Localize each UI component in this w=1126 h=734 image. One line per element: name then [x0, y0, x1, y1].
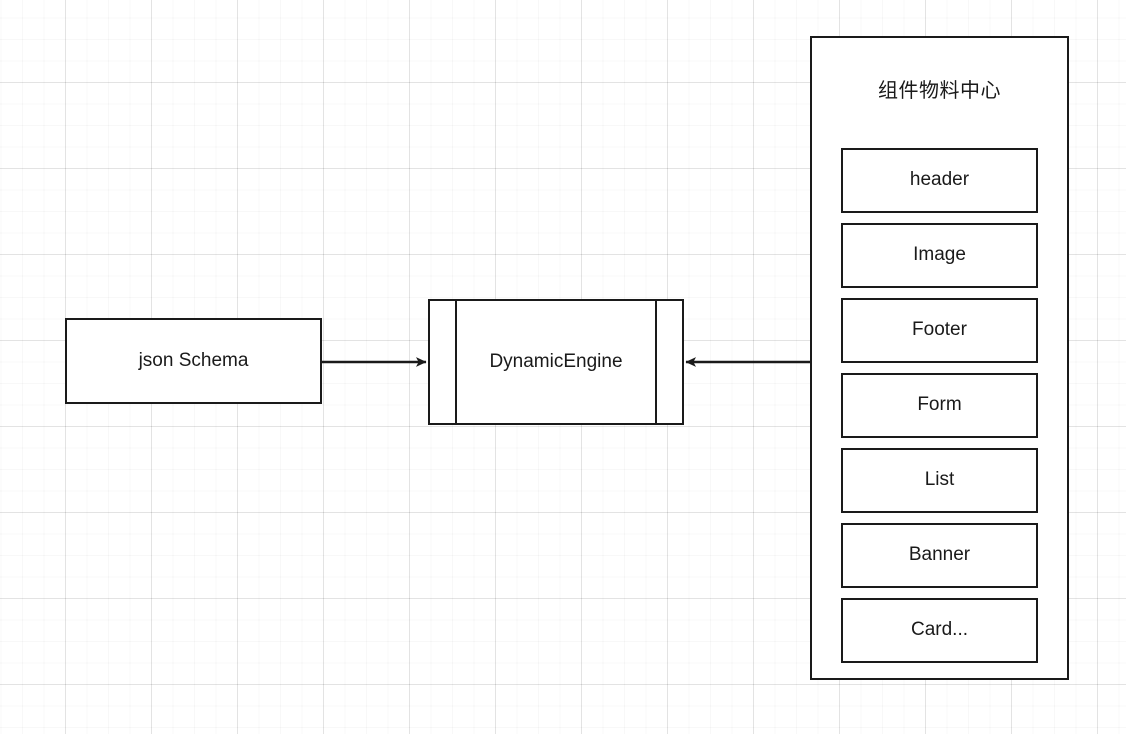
node-dynamic-engine[interactable]: DynamicEngine — [428, 299, 684, 425]
component-item-banner[interactable]: Banner — [841, 523, 1038, 588]
component-item-card[interactable]: Card... — [841, 598, 1038, 663]
component-list: header Image Footer Form List Banner Car… — [841, 148, 1038, 673]
component-item-label: Banner — [908, 544, 971, 566]
panel-material-center[interactable]: 组件物料中心 header Image Footer Form List Ban… — [810, 36, 1069, 680]
component-item-label: List — [924, 469, 955, 491]
component-item-image[interactable]: Image — [841, 223, 1038, 288]
component-item-label: Card... — [910, 619, 969, 641]
panel-material-center-title: 组件物料中心 — [878, 80, 1001, 102]
component-item-label: Footer — [912, 319, 967, 341]
component-item-header[interactable]: header — [841, 148, 1038, 213]
component-item-label: header — [909, 169, 970, 191]
node-dynamic-engine-label: DynamicEngine — [489, 350, 623, 372]
process-divider-left — [455, 301, 457, 423]
process-divider-right — [655, 301, 657, 423]
component-item-label: Image — [913, 244, 966, 266]
component-item-form[interactable]: Form — [841, 373, 1038, 438]
node-json-schema[interactable]: json Schema — [65, 318, 322, 404]
node-json-schema-label: json Schema — [138, 349, 249, 371]
component-item-list[interactable]: List — [841, 448, 1038, 513]
component-item-label: Form — [917, 394, 962, 416]
component-item-footer[interactable]: Footer — [841, 298, 1038, 363]
